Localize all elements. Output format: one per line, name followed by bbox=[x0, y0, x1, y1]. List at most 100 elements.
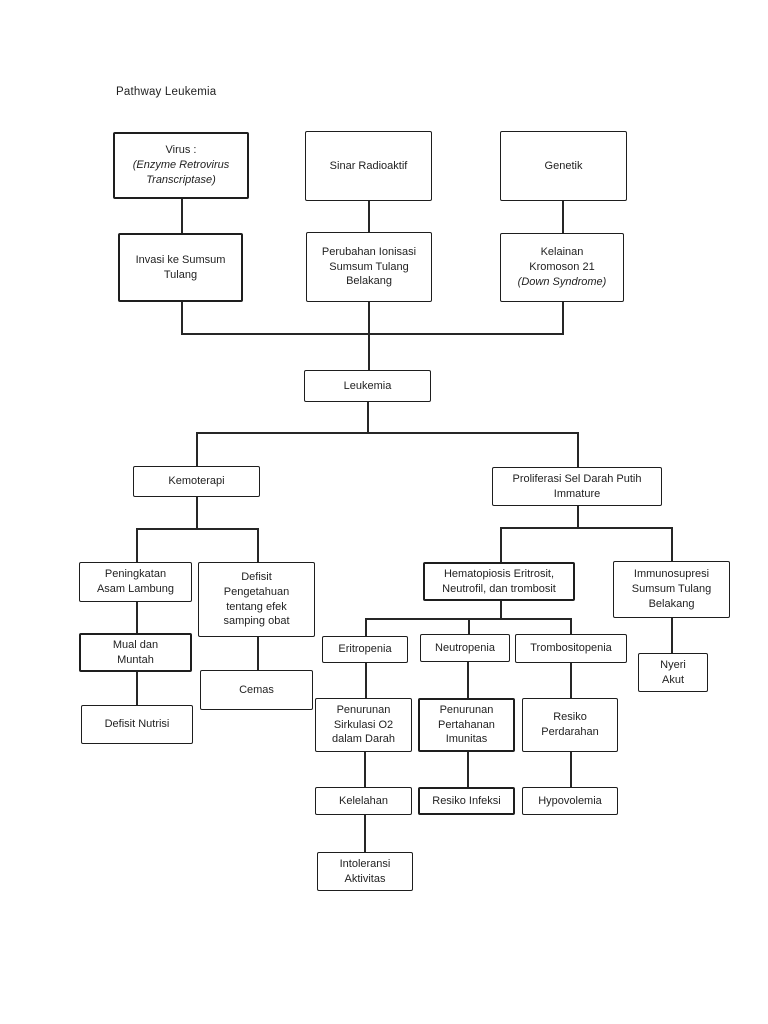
node-eritropenia: Eritropenia bbox=[322, 636, 408, 663]
node-label-line: Sinar Radioaktif bbox=[329, 159, 408, 172]
connector-line bbox=[570, 752, 572, 788]
connector-line bbox=[367, 402, 369, 433]
node-label-line: Mual dan bbox=[112, 638, 159, 651]
node-defisit-nutrisi: Defisit Nutrisi bbox=[81, 705, 193, 744]
connector-line bbox=[257, 528, 259, 563]
connector-line bbox=[364, 752, 366, 788]
node-label-line: (Enzyme Retrovirus bbox=[132, 159, 230, 172]
node-label-line: Neutrofil, dan trombosit bbox=[442, 582, 556, 595]
connector-line bbox=[136, 528, 259, 530]
node-label-line: Sumsum Tulang bbox=[631, 583, 712, 596]
connector-line bbox=[468, 618, 470, 635]
node-label-line: Defisit bbox=[241, 570, 272, 583]
connector-line bbox=[570, 618, 572, 635]
node-label-line: Cemas bbox=[239, 683, 274, 696]
connector-line bbox=[365, 663, 367, 699]
connector-line bbox=[671, 618, 673, 654]
connector-line bbox=[570, 663, 572, 699]
node-label-line: Trombositopenia bbox=[530, 642, 612, 655]
node-label-line: Perubahan Ionisasi bbox=[321, 245, 417, 258]
node-label-line: Nyeri bbox=[660, 658, 686, 671]
node-leukemia: Leukemia bbox=[304, 370, 431, 402]
node-label-line: Penurunan bbox=[439, 703, 494, 716]
node-label-line: samping obat bbox=[223, 615, 290, 628]
connector-line bbox=[562, 201, 564, 234]
connector-line bbox=[181, 199, 183, 234]
node-label-line: Kelainan bbox=[540, 246, 584, 259]
connector-line bbox=[671, 527, 673, 562]
connector-line bbox=[500, 601, 502, 619]
node-label-line: Kemoterapi bbox=[168, 475, 225, 488]
node-kelelahan: Kelelahan bbox=[315, 787, 412, 815]
node-label-line: Peningkatan bbox=[104, 568, 167, 581]
page-title: Pathway Leukemia bbox=[116, 86, 217, 98]
node-neutropenia: Neutropenia bbox=[420, 634, 510, 662]
node-hypovolemia: Hypovolemia bbox=[522, 787, 618, 815]
connector-line bbox=[577, 506, 579, 528]
node-label-line: Leukemia bbox=[343, 379, 392, 392]
node-label-line: Belakang bbox=[346, 275, 392, 288]
connector-line bbox=[181, 333, 564, 335]
node-label-line: Imunitas bbox=[445, 733, 488, 746]
connector-line bbox=[365, 618, 367, 637]
connector-line bbox=[136, 672, 138, 706]
node-label-line: Kromoson 21 bbox=[529, 261, 595, 274]
node-label-line: Pengetahuan bbox=[223, 585, 290, 598]
node-label-line: Pertahanan bbox=[438, 718, 495, 731]
node-label-line: Asam Lambung bbox=[96, 583, 175, 595]
node-label-line: Tulang bbox=[163, 268, 198, 281]
node-hematopiosis: Hematopiosis Eritrosit, Neutrofil, dan tr… bbox=[423, 562, 575, 601]
node-cemas: Cemas bbox=[200, 670, 313, 710]
node-resiko-infeksi: Resiko Infeksi bbox=[418, 787, 515, 815]
node-label-line: Sumsum Tulang bbox=[329, 260, 409, 273]
node-label-line: Penurunan bbox=[336, 703, 391, 716]
node-label-line: Hematopiosis Eritrosit, bbox=[443, 567, 555, 580]
node-label-line: Resiko bbox=[553, 711, 587, 724]
connector-line bbox=[500, 527, 502, 563]
node-label-line: Resiko Infeksi bbox=[432, 794, 501, 807]
connector-line bbox=[196, 432, 579, 434]
node-label-line: (Down Syndrome) bbox=[517, 275, 607, 288]
node-label-line: Defisit Nutrisi bbox=[104, 718, 170, 731]
connector-line bbox=[136, 528, 138, 563]
connector-line bbox=[196, 432, 198, 467]
connector-line bbox=[196, 497, 198, 529]
node-label-line: Muntah bbox=[117, 653, 154, 666]
node-sinar-radioaktif: Sinar Radioaktif bbox=[305, 131, 432, 201]
connector-line bbox=[467, 662, 469, 699]
node-label-line: Kelelahan bbox=[339, 794, 388, 807]
node-label-line: Neutropenia bbox=[435, 641, 495, 654]
node-label-line: Genetik bbox=[544, 159, 583, 172]
node-label-line: Hypovolemia bbox=[538, 794, 602, 807]
node-label-line: tentang efek bbox=[226, 600, 287, 613]
node-label-line: Belakang bbox=[648, 597, 695, 610]
node-label-line: Intoleransi bbox=[339, 857, 391, 870]
node-label-line: Perdarahan bbox=[541, 726, 599, 738]
node-label-line: Sirkulasi O2 bbox=[333, 718, 394, 731]
connector-line bbox=[467, 752, 469, 788]
node-genetik: Genetik bbox=[500, 131, 627, 201]
node-trombositopenia: Trombositopenia bbox=[515, 634, 627, 663]
connector-line bbox=[181, 302, 183, 334]
connector-line bbox=[577, 432, 579, 468]
node-label-line: Aktivitas bbox=[344, 872, 386, 885]
connector-line bbox=[257, 637, 259, 671]
node-label-line: Akut bbox=[661, 673, 684, 686]
node-label-line: Proliferasi Sel Darah Putih bbox=[512, 472, 642, 485]
node-label-line: Transcriptase) bbox=[146, 173, 216, 186]
node-label-line: Invasi ke Sumsum bbox=[135, 253, 226, 266]
node-label-line: Immature bbox=[553, 487, 601, 500]
connector-line bbox=[368, 201, 370, 233]
